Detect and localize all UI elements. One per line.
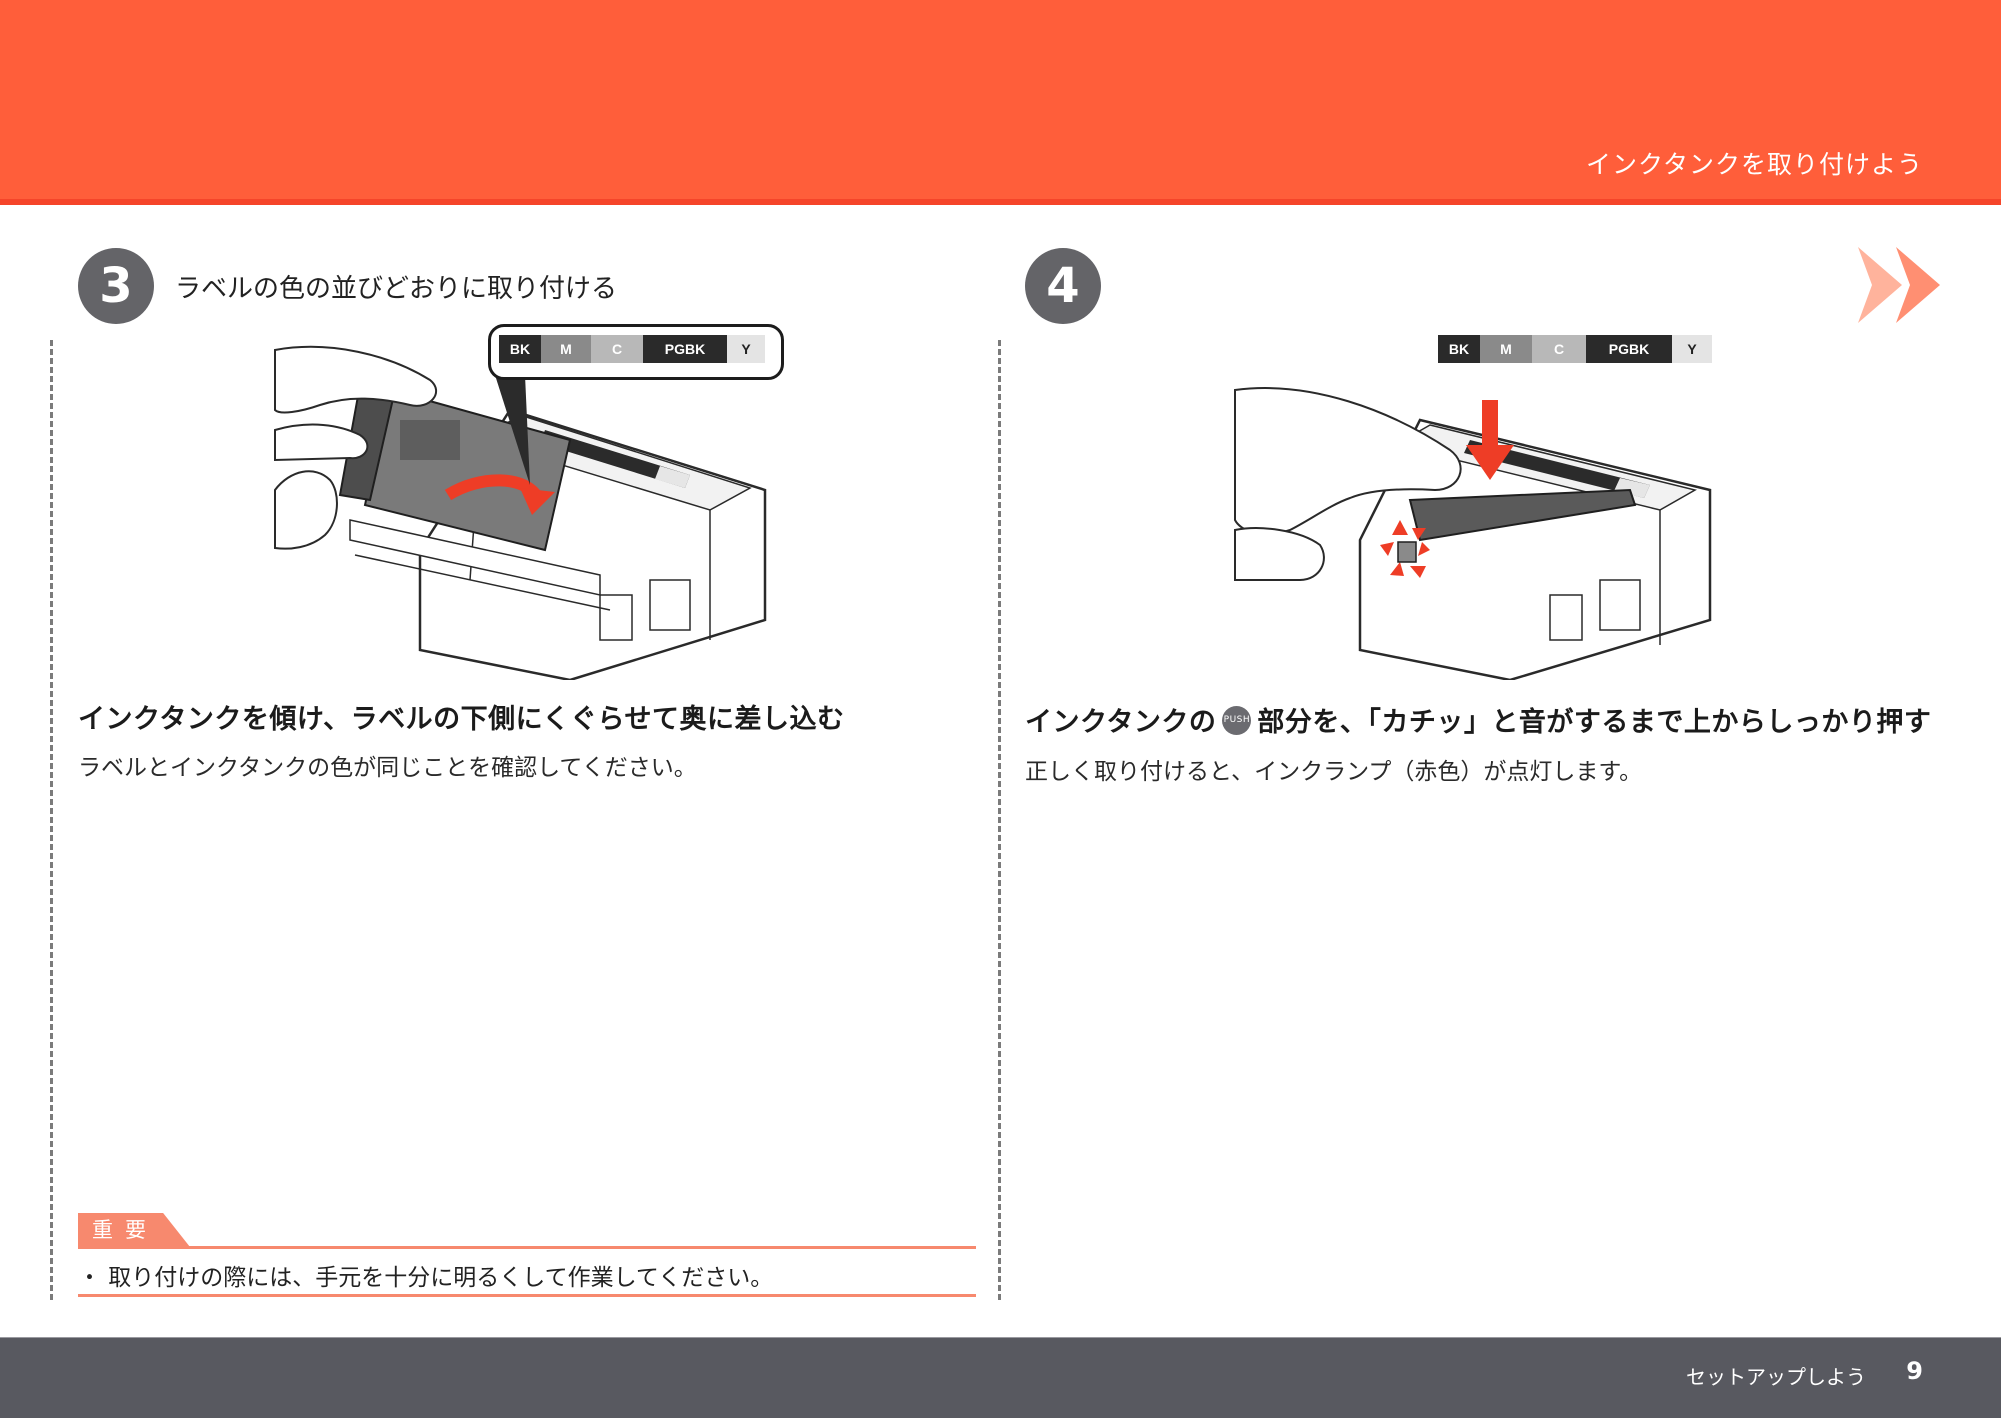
label-m: M: [541, 335, 591, 363]
left-margin-divider: [50, 340, 53, 1300]
label-y: Y: [727, 335, 765, 363]
push-icon: PUSH: [1222, 706, 1252, 735]
step-4-number: 4: [1025, 248, 1101, 324]
important-bottom-rule: [78, 1294, 976, 1297]
label-y: Y: [1672, 335, 1712, 363]
page-header: インクタンクを取り付けよう: [0, 0, 2001, 205]
step-3-heading: インクタンクを傾け、ラベルの下側にくぐらせて奥に差し込む: [78, 704, 845, 735]
label-c: C: [1532, 335, 1586, 363]
label-m: M: [1480, 335, 1532, 363]
step-4-heading-start: インクタンクの: [1025, 707, 1217, 738]
important-top-rule: [78, 1246, 976, 1249]
step-4-color-label: BK M C PGBK Y: [1438, 335, 1712, 363]
step-3-title: ラベルの色の並びどおりに取り付ける: [175, 274, 618, 304]
step-4-heading-end: 部分を、「カチッ」と音がするまで上からしっかり押す: [1257, 707, 1932, 738]
label-pgbk: PGBK: [643, 335, 727, 363]
label-bk: BK: [1438, 335, 1480, 363]
label-c: C: [591, 335, 643, 363]
label-bk: BK: [499, 335, 541, 363]
column-divider: [998, 340, 1001, 1300]
page-number: 9: [1906, 1357, 1923, 1385]
step-4-description: 正しく取り付けると、インクランプ（赤色）が点灯します。: [1025, 759, 1643, 785]
step-4-illustration: [1234, 387, 1712, 680]
step-3-number: 3: [78, 248, 154, 324]
step-3-description: ラベルとインクタンクの色が同じことを確認してください。: [78, 755, 697, 781]
step-3-color-label: BK M C PGBK Y: [499, 335, 765, 363]
footer-section-label: セットアップしよう: [1686, 1365, 1866, 1389]
label-pgbk: PGBK: [1586, 335, 1672, 363]
important-note: ・ 取り付けの際には、手元を十分に明るくして作業してください。: [78, 1265, 774, 1291]
step-3-illustration: [274, 345, 767, 680]
next-page-arrows-icon[interactable]: [1858, 245, 1954, 325]
section-title: インクタンクを取り付けよう: [1585, 150, 1923, 179]
page-footer: セットアップしよう 9: [0, 1337, 2001, 1418]
important-tag: 重要: [78, 1213, 190, 1247]
